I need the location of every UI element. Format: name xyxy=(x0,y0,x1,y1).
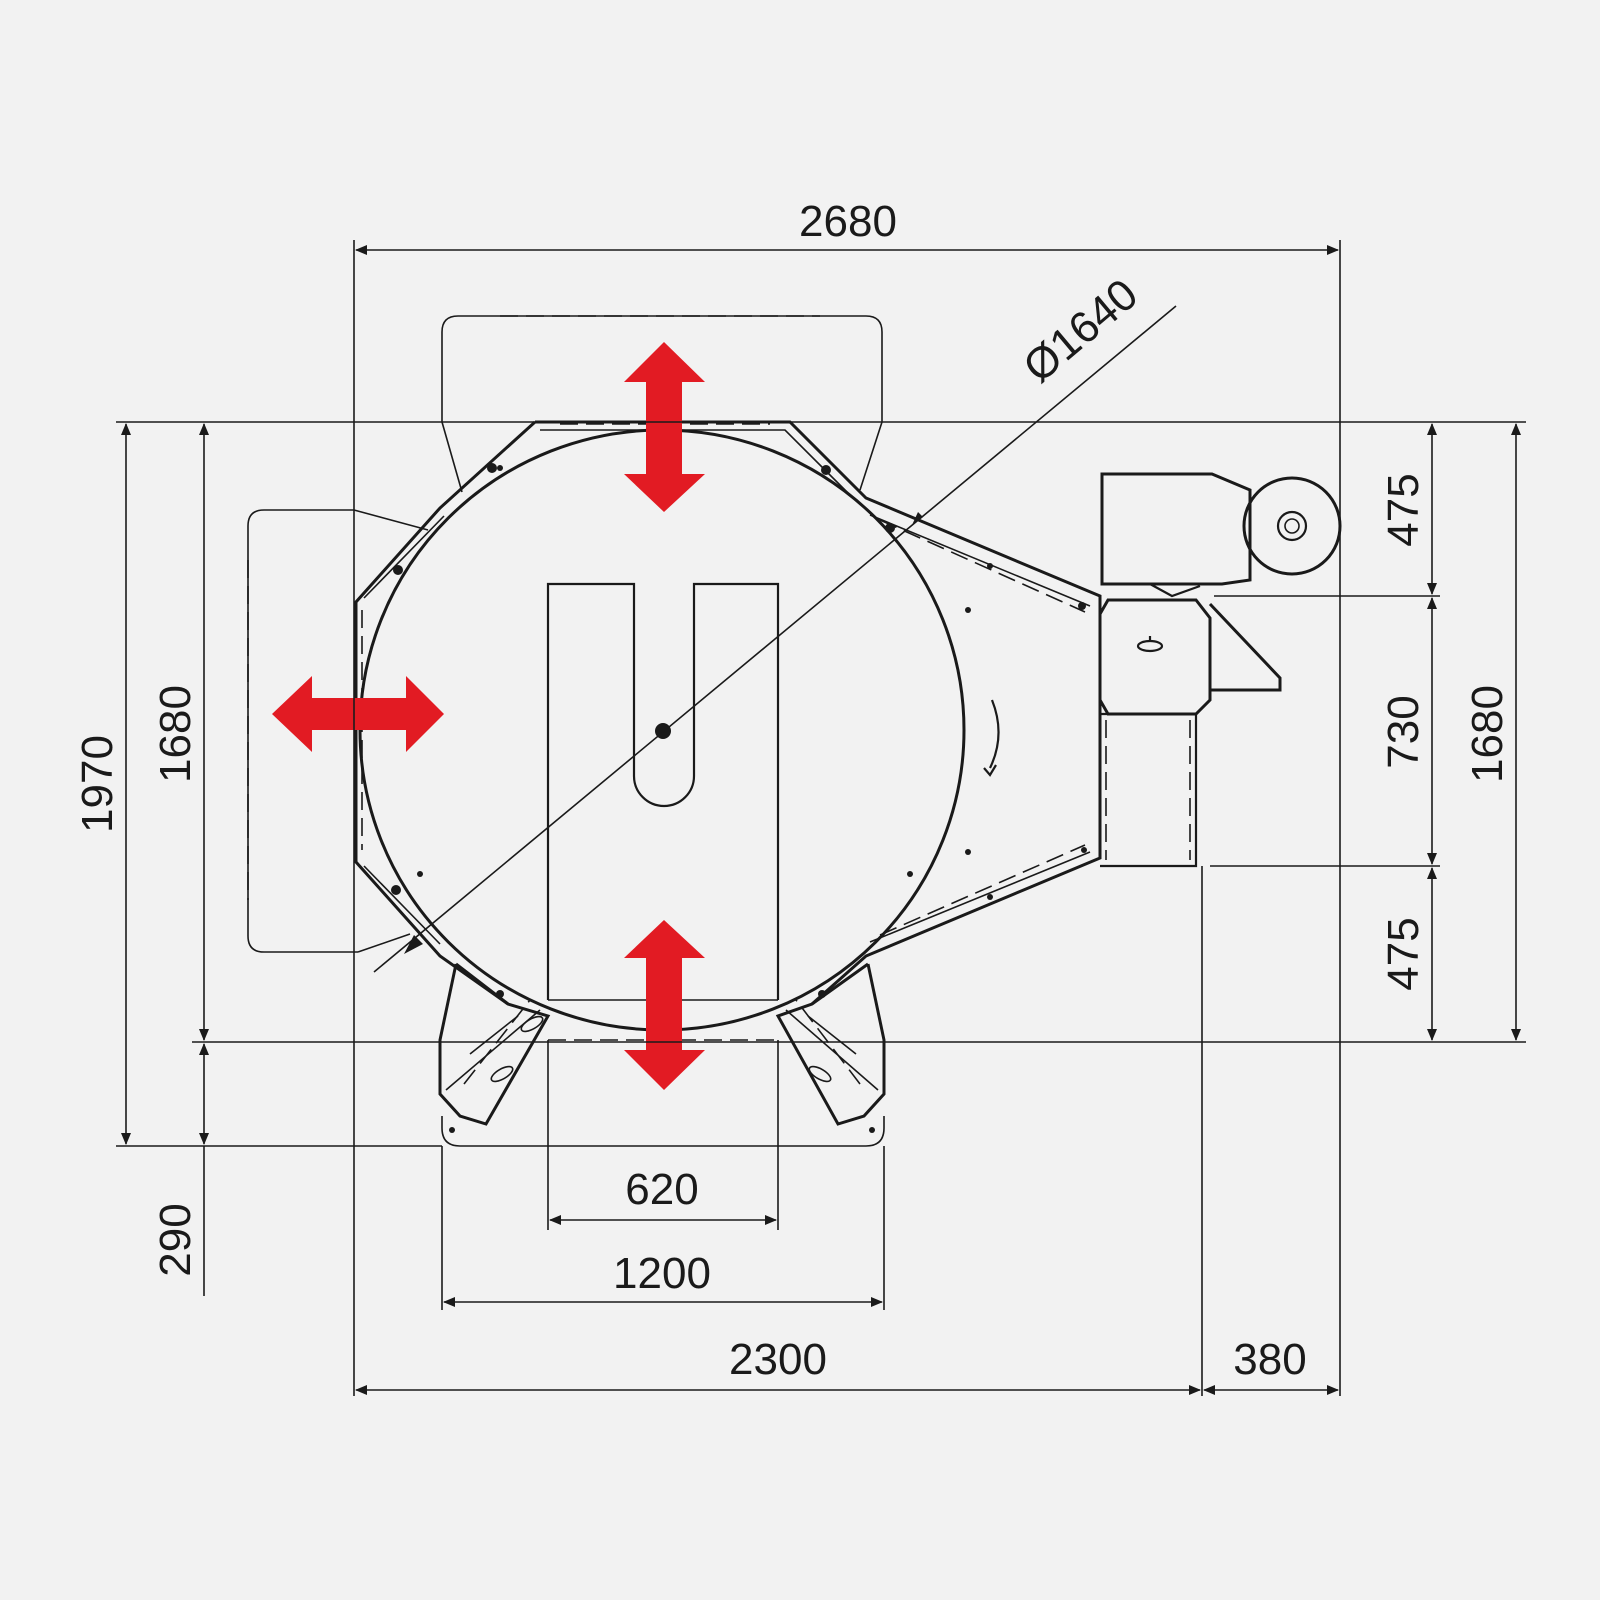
diameter-leader xyxy=(373,305,1177,973)
movement-arrows xyxy=(272,342,705,1090)
dim-right-middle: 730 xyxy=(1379,695,1428,768)
diameter-arrow-1 xyxy=(404,935,423,954)
dim-overall-height: 1970 xyxy=(73,735,122,833)
dim-inner-width: 1200 xyxy=(613,1249,711,1298)
base-bottom-outline xyxy=(441,1116,885,1147)
dim-diameter: Ø1640 xyxy=(1014,270,1147,392)
bottom-left-foot xyxy=(438,962,551,1133)
left-pallet-top-edge xyxy=(353,509,429,531)
motor-wheel xyxy=(1242,476,1342,576)
bottom-double-arrow-icon xyxy=(624,920,705,1090)
frame-inner-left xyxy=(363,515,445,945)
diameter-arrow-2 xyxy=(912,512,923,525)
dim-overall-width: 2680 xyxy=(799,197,897,246)
dim-right-upper: 475 xyxy=(1379,473,1428,546)
rotation-arrow-icon xyxy=(983,699,1000,777)
dim-table-height-right: 1680 xyxy=(1463,685,1512,783)
top-double-arrow-icon xyxy=(624,342,705,512)
left-pallet-bottom-edge xyxy=(357,933,411,953)
top-pallet-side xyxy=(441,421,463,493)
dim-slot-width: 620 xyxy=(625,1165,698,1214)
frame-inner-right-dash xyxy=(879,519,1086,936)
dim-base-width: 2300 xyxy=(729,1335,827,1384)
frame-octagon xyxy=(354,420,1102,1006)
dimension-lines xyxy=(116,240,1526,1396)
side-unit xyxy=(1098,472,1342,868)
bottom-right-foot xyxy=(775,962,886,1133)
left-double-arrow-icon xyxy=(272,676,444,752)
u-slot xyxy=(546,582,780,1000)
dim-side-unit-width: 380 xyxy=(1233,1335,1306,1384)
top-pallet-outline xyxy=(441,315,883,491)
bolt-dots xyxy=(391,463,1087,900)
dim-bottom-offset: 290 xyxy=(151,1203,200,1276)
dimension-labels: 2680 Ø1640 1970 1680 290 620 1200 2300 3… xyxy=(73,197,1512,1384)
dim-right-lower: 475 xyxy=(1379,917,1428,990)
frame-inner-top xyxy=(540,429,856,501)
dim-table-height-left: 1680 xyxy=(151,685,200,783)
